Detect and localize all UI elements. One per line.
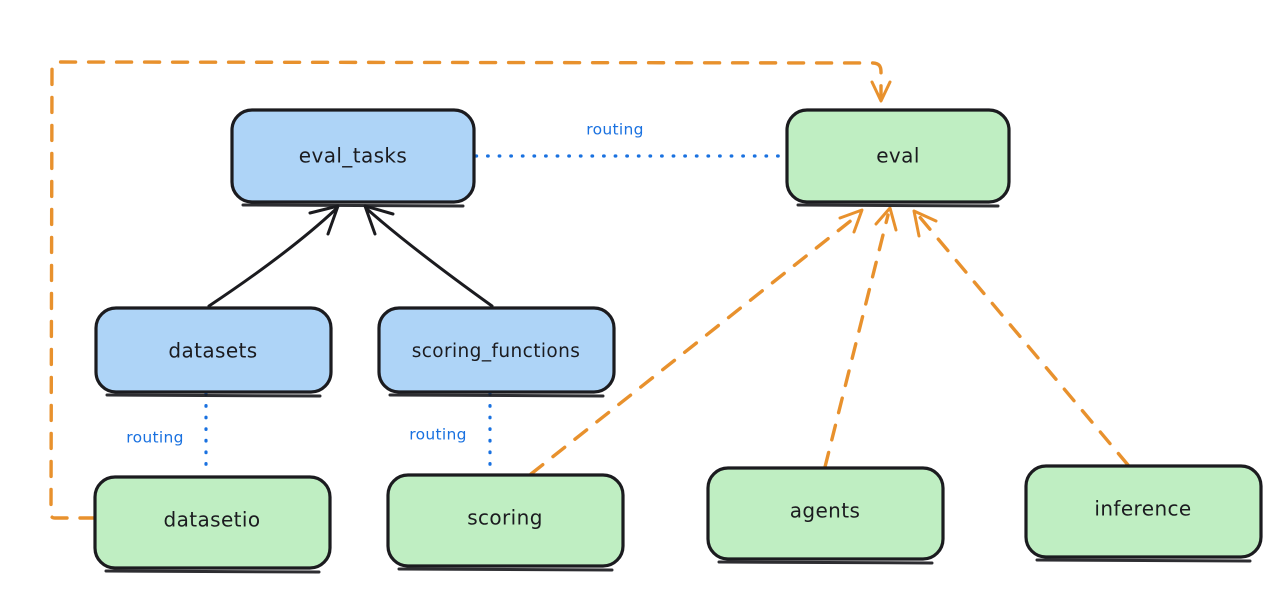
node-inference[interactable]: inference: [1024, 464, 1263, 563]
edge-label-routing-eval: routing: [586, 121, 644, 139]
edge-label-routing-datasetio: routing: [126, 429, 184, 447]
node-scoring-functions-label: scoring_functions: [412, 341, 581, 362]
edge-scoring-functions-to-eval-tasks: [363, 204, 494, 308]
node-scoring-shape[interactable]: [386, 473, 625, 568]
node-eval-tasks-label: eval_tasks: [299, 144, 407, 168]
node-agents-label: agents: [790, 499, 861, 523]
node-datasets[interactable]: datasets: [94, 306, 333, 398]
node-eval[interactable]: eval: [785, 108, 1011, 208]
node-eval-label: eval: [876, 144, 920, 168]
node-datasets-shape[interactable]: [94, 306, 333, 394]
node-scoring[interactable]: scoring: [386, 473, 625, 572]
node-datasetio-label: datasetio: [163, 508, 260, 532]
node-eval-tasks-shape[interactable]: [230, 108, 476, 204]
edge-label-routing-scoring: routing: [409, 426, 467, 444]
edge-scoring-to-eval: [529, 208, 864, 476]
node-datasets-label: datasets: [168, 339, 257, 363]
node-inference-shape[interactable]: [1024, 464, 1263, 559]
node-agents[interactable]: agents: [706, 466, 945, 565]
edge-datasetio-to-eval: [49, 60, 892, 520]
node-datasetio[interactable]: datasetio: [93, 475, 332, 574]
node-scoring-functions-shape[interactable]: [377, 306, 616, 394]
node-layer: eval_tasks eval datasets scoring_functio…: [93, 108, 1263, 574]
edge-datasets-to-datasetio: routing: [126, 392, 208, 477]
edge-datasets-to-eval-tasks: [207, 204, 340, 308]
node-scoring-functions[interactable]: scoring_functions: [377, 306, 616, 398]
node-agents-shape[interactable]: [706, 466, 945, 561]
node-eval-tasks[interactable]: eval_tasks: [230, 108, 476, 208]
edge-scoring-functions-to-scoring: routing: [409, 392, 492, 475]
edge-eval-tasks-to-eval: routing: [474, 121, 788, 158]
node-datasetio-shape[interactable]: [93, 475, 332, 570]
edge-inference-to-eval: [912, 209, 1130, 467]
node-eval-shape[interactable]: [785, 108, 1011, 204]
node-scoring-label: scoring: [467, 506, 543, 530]
edge-agents-to-eval: [823, 206, 898, 469]
node-inference-label: inference: [1094, 497, 1191, 521]
